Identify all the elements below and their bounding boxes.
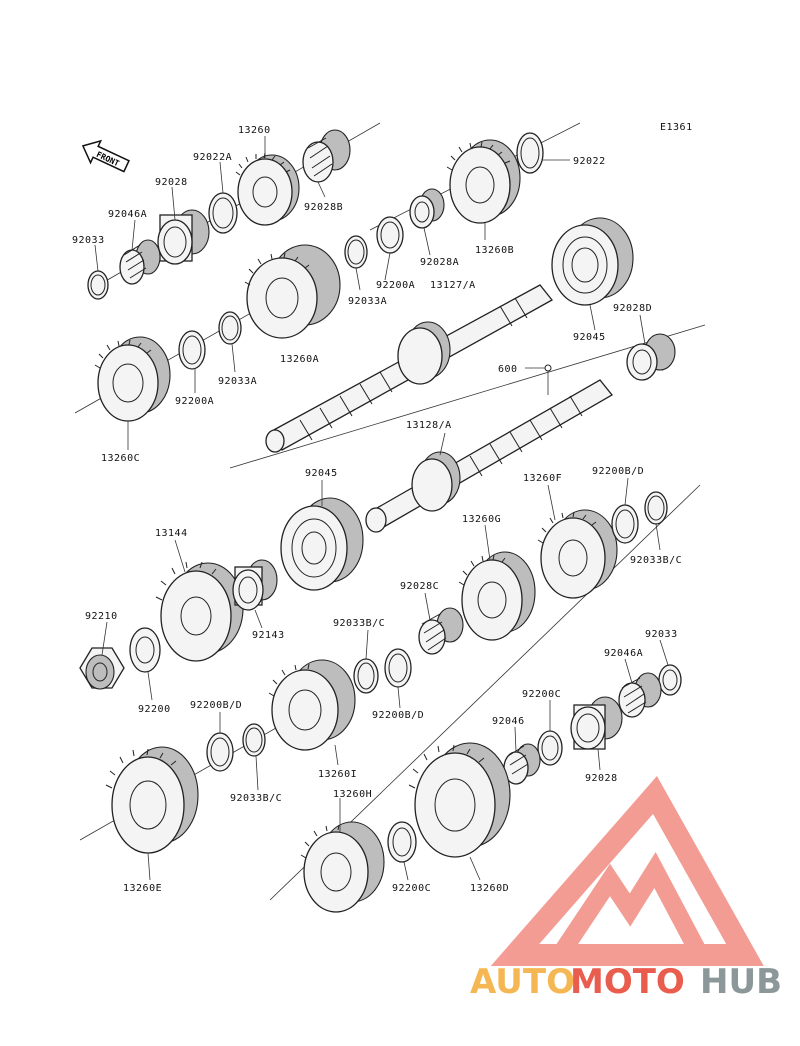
- watermark-auto: AUTO: [470, 962, 575, 1002]
- label-92022: 92022: [573, 156, 606, 167]
- label-13260H: 13260H: [333, 789, 372, 800]
- label-92045-mid: 92045: [305, 468, 338, 479]
- part-92200A-washer-mid: [178, 330, 206, 370]
- label-92028: 92028: [155, 177, 188, 188]
- label-92200A-mid: 92200A: [175, 396, 214, 407]
- label-13260G: 13260G: [462, 514, 501, 525]
- label-92033BC-right: 92033B/C: [630, 555, 682, 566]
- part-92022A-ring: [208, 192, 238, 234]
- label-92028A: 92028A: [420, 257, 459, 268]
- part-labels: 13260 92022A 92028 92046A 92033 92028B 9…: [72, 125, 682, 894]
- part-13260D-gear: [408, 742, 511, 858]
- label-13128A: 13128/A: [406, 420, 452, 431]
- leader-lines: [94, 136, 669, 881]
- part-92028-bushing: [157, 209, 210, 265]
- label-13260: 13260: [238, 125, 271, 136]
- label-13260B: 13260B: [475, 245, 514, 256]
- part-13127A-shaft: [265, 284, 553, 453]
- part-92046-needle-bearing: [503, 743, 541, 785]
- label-13144: 13144: [155, 528, 188, 539]
- label-92028-right: 92028: [585, 773, 618, 784]
- label-92200BD-right: 92200B/D: [592, 466, 644, 477]
- label-92046A-top: 92046A: [108, 209, 147, 220]
- label-92033A-top: 92033A: [348, 296, 387, 307]
- watermark-moto: MOTO: [570, 962, 685, 1002]
- part-13260-gear: [235, 152, 300, 226]
- label-13260F: 13260F: [523, 473, 562, 484]
- part-92028D-bushing: [626, 333, 676, 381]
- label-92033-top: 92033: [72, 235, 105, 246]
- part-13144-sprocket: [155, 561, 244, 662]
- part-92028B-needle-bearing: [302, 129, 351, 183]
- front-arrow-icon: FRONT: [81, 139, 130, 173]
- part-13260G-gear: [458, 551, 536, 641]
- part-92046A-needle-bearing-right: [618, 672, 662, 718]
- label-13127A: 13127/A: [430, 280, 476, 291]
- diagram-code: E1361: [660, 122, 693, 133]
- label-13260A: 13260A: [280, 354, 319, 365]
- label-92143: 92143: [252, 630, 285, 641]
- part-92200A-washer-top: [376, 216, 404, 254]
- label-92028C: 92028C: [400, 581, 439, 592]
- label-13260E: 13260E: [123, 883, 162, 894]
- part-600-marker: [544, 364, 552, 372]
- part-92200BD-washer-mid: [384, 648, 412, 688]
- part-92033BC-circlip-mid: [353, 658, 379, 694]
- label-92210: 92210: [85, 611, 118, 622]
- part-92033A-circlip-top: [344, 235, 368, 269]
- part-13260H-gear: [300, 821, 385, 913]
- label-92033BC-left: 92033B/C: [230, 793, 282, 804]
- part-92028C-needle-bearing: [418, 607, 464, 655]
- part-92045-bearing-top: [551, 217, 634, 306]
- part-92033BC-circlip-right: [644, 491, 668, 525]
- part-92022-ring: [516, 132, 544, 174]
- part-92028A-bushing: [409, 188, 445, 229]
- part-92033BC-circlip-left: [242, 723, 266, 757]
- part-92046A-needle-bearing: [119, 239, 161, 285]
- part-13260E-gear: [105, 746, 199, 854]
- part-92143-collar: [232, 559, 278, 611]
- watermark-logo: [490, 776, 764, 966]
- label-92200C-right: 92200C: [522, 689, 561, 700]
- label-600: 600: [498, 364, 518, 375]
- part-92045-bearing-mid: [280, 497, 364, 591]
- label-92200A-top: 92200A: [376, 280, 415, 291]
- part-92033-circlip-top: [87, 270, 109, 300]
- label-13260C: 13260C: [101, 453, 140, 464]
- label-92028B: 92028B: [304, 202, 343, 213]
- label-92028D: 92028D: [613, 303, 652, 314]
- part-92033A-circlip-mid: [218, 311, 242, 345]
- label-92022A: 92022A: [193, 152, 232, 163]
- label-92200BD-left: 92200B/D: [190, 700, 242, 711]
- part-13260I-gear: [268, 659, 356, 751]
- label-92033A-mid: 92033A: [218, 376, 257, 387]
- label-92200BD-mid: 92200B/D: [372, 710, 424, 721]
- part-92200BD-washer-left: [206, 732, 234, 772]
- part-13128A-shaft: [365, 379, 613, 533]
- label-92033-right: 92033: [645, 629, 678, 640]
- label-92046A-right: 92046A: [604, 648, 643, 659]
- part-13260B-gear: [446, 139, 521, 224]
- part-92033-circlip-right: [658, 664, 682, 696]
- label-13260D: 13260D: [470, 883, 509, 894]
- part-92200C-washer-right: [537, 730, 563, 766]
- part-13260A-gear: [244, 244, 341, 339]
- part-92200-washer: [129, 627, 161, 673]
- label-13260I: 13260I: [318, 769, 357, 780]
- part-13260F-gear: [537, 509, 618, 599]
- watermark-hub: HUB: [700, 962, 782, 1002]
- part-92210-nut: [79, 647, 125, 690]
- part-92200C-washer-bottom: [387, 821, 417, 863]
- part-92028-bushing-right: [570, 696, 623, 750]
- part-13260C-gear: [94, 336, 171, 422]
- label-92045-top: 92045: [573, 332, 606, 343]
- part-92200BD-washer-right: [611, 504, 639, 544]
- label-92033BC-mid: 92033B/C: [333, 618, 385, 629]
- label-92046: 92046: [492, 716, 525, 727]
- label-92200C-bottom: 92200C: [392, 883, 431, 894]
- label-92200: 92200: [138, 704, 171, 715]
